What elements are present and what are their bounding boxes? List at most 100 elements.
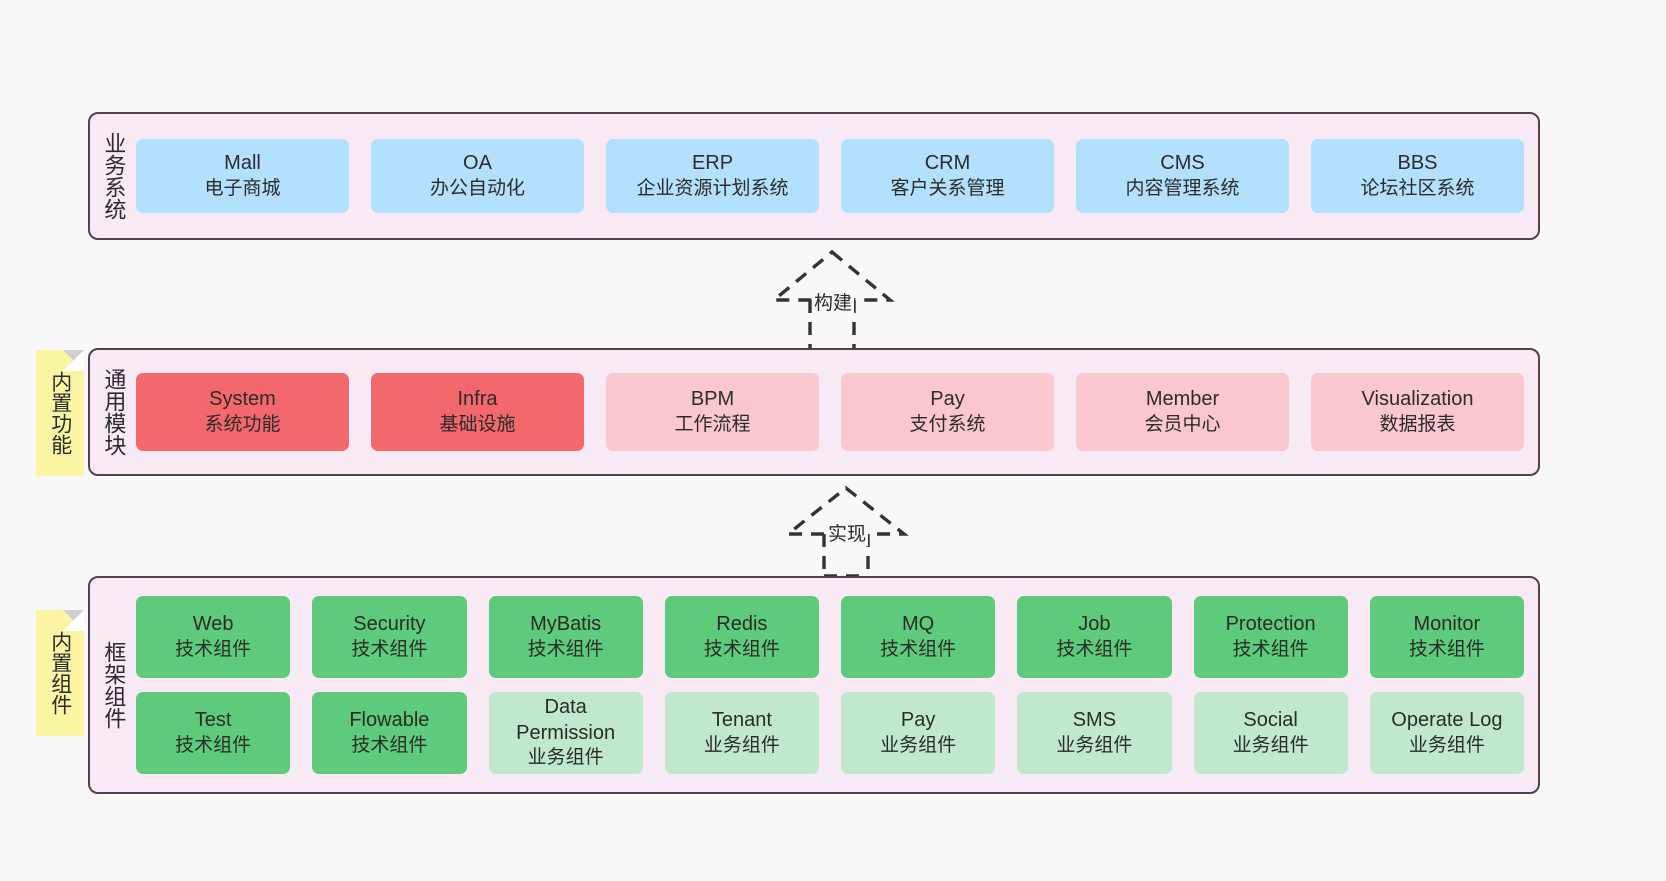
- card-subtitle: 技术组件: [351, 734, 428, 756]
- sticky-note-label: 内置组件: [48, 631, 72, 715]
- card-subtitle: 业务组件: [1408, 734, 1485, 756]
- card-job[interactable]: Job 技术组件: [1017, 596, 1172, 678]
- card-title: MyBatis: [530, 613, 602, 636]
- card-pay[interactable]: Pay 支付系统: [841, 373, 1054, 451]
- card-title: ERP: [691, 152, 734, 175]
- card-title: Web: [192, 613, 234, 636]
- card-redis[interactable]: Redis 技术组件: [664, 596, 819, 678]
- card-title: Data Permission: [516, 696, 616, 744]
- card-subtitle: 支付系统: [909, 413, 986, 435]
- card-row: Mall 电子商城 OA 办公自动化 ERP 企业资源计划系统 CRM 客户关系…: [136, 139, 1524, 213]
- card-title: MQ: [902, 613, 935, 636]
- card-title: Test: [194, 709, 232, 732]
- card-visualization[interactable]: Visualization 数据报表: [1311, 373, 1524, 451]
- card-subtitle: 企业资源计划系统: [636, 177, 789, 199]
- card-subtitle: 技术组件: [1056, 638, 1133, 660]
- card-title: Protection: [1225, 613, 1316, 636]
- sticky-note-builtin-components: 内置组件: [36, 610, 84, 736]
- card-subtitle: 办公自动化: [429, 177, 525, 199]
- card-row: Test 技术组件 Flowable 技术组件 Data Permission …: [136, 692, 1524, 774]
- card-data-permission[interactable]: Data Permission 业务组件: [488, 692, 643, 774]
- card-security[interactable]: Security 技术组件: [312, 596, 467, 678]
- card-subtitle: 数据报表: [1379, 413, 1456, 435]
- card-title: CMS: [1160, 152, 1205, 175]
- arrow-build: 构建: [752, 248, 912, 352]
- card-pay-business[interactable]: Pay 业务组件: [841, 692, 996, 774]
- card-subtitle: 技术组件: [1408, 638, 1485, 660]
- card-sms[interactable]: SMS 业务组件: [1017, 692, 1172, 774]
- card-oa[interactable]: OA 办公自动化: [371, 139, 584, 213]
- card-mall[interactable]: Mall 电子商城: [136, 139, 349, 213]
- card-subtitle: 技术组件: [880, 638, 957, 660]
- card-title: BBS: [1397, 152, 1438, 175]
- card-subtitle: 业务组件: [1232, 734, 1309, 756]
- card-subtitle: 技术组件: [527, 638, 604, 660]
- card-test[interactable]: Test 技术组件: [136, 692, 291, 774]
- card-subtitle: 系统功能: [204, 413, 281, 435]
- card-bbs[interactable]: BBS 论坛社区系统: [1311, 139, 1524, 213]
- card-web[interactable]: Web 技术组件: [136, 596, 291, 678]
- card-title: Pay: [900, 709, 936, 732]
- card-title: Pay: [930, 388, 965, 411]
- card-subtitle: 技术组件: [175, 734, 252, 756]
- card-subtitle: 技术组件: [351, 638, 428, 660]
- card-bpm[interactable]: BPM 工作流程: [606, 373, 819, 451]
- sticky-note-builtin-features: 内置功能: [36, 350, 84, 476]
- card-title: CRM: [924, 152, 971, 175]
- card-crm[interactable]: CRM 客户关系管理: [841, 139, 1054, 213]
- card-mq[interactable]: MQ 技术组件: [841, 596, 996, 678]
- card-title: Monitor: [1413, 613, 1481, 636]
- layer-body-framework: Web 技术组件 Security 技术组件 MyBatis 技术组件 Redi…: [136, 578, 1538, 792]
- layer-title-modules: 通用模块: [101, 368, 127, 456]
- layer-title-business: 业务系统: [101, 132, 127, 220]
- card-title: Tenant: [711, 709, 772, 732]
- card-mybatis[interactable]: MyBatis 技术组件: [488, 596, 643, 678]
- card-title: OA: [463, 152, 492, 175]
- card-subtitle: 工作流程: [674, 413, 751, 435]
- card-subtitle: 电子商城: [204, 177, 281, 199]
- card-subtitle: 业务组件: [1056, 734, 1133, 756]
- layer-common-modules: 通用模块 System 系统功能 Infra 基础设施 BPM 工作流程 Pay…: [88, 348, 1540, 476]
- card-tenant[interactable]: Tenant 业务组件: [664, 692, 819, 774]
- arrow-build-label: 构建: [812, 288, 855, 315]
- card-title: BPM: [690, 388, 735, 411]
- card-subtitle: 技术组件: [175, 638, 252, 660]
- layer-framework-components: 框架组件 Web 技术组件 Security 技术组件 MyBatis 技术组件…: [88, 576, 1540, 794]
- card-subtitle: 会员中心: [1144, 413, 1221, 435]
- card-subtitle: 技术组件: [1232, 638, 1309, 660]
- layer-business-systems: 业务系统 Mall 电子商城 OA 办公自动化 ERP 企业资源计划系统 CRM…: [88, 112, 1540, 240]
- card-row: System 系统功能 Infra 基础设施 BPM 工作流程 Pay 支付系统…: [136, 373, 1524, 451]
- card-row: Web 技术组件 Security 技术组件 MyBatis 技术组件 Redi…: [136, 596, 1524, 678]
- card-subtitle: 业务组件: [880, 734, 957, 756]
- card-title: Visualization: [1361, 388, 1474, 411]
- card-title: Security: [353, 613, 426, 636]
- sticky-note-label: 内置功能: [48, 371, 72, 455]
- arrow-implement: 实现: [766, 484, 926, 578]
- card-erp[interactable]: ERP 企业资源计划系统: [606, 139, 819, 213]
- card-subtitle: 基础设施: [439, 413, 516, 435]
- card-member[interactable]: Member 会员中心: [1076, 373, 1289, 451]
- card-title: Operate Log: [1391, 709, 1503, 732]
- card-title: Flowable: [349, 709, 430, 732]
- card-title: System: [209, 388, 276, 411]
- card-social[interactable]: Social 业务组件: [1193, 692, 1348, 774]
- card-system[interactable]: System 系统功能: [136, 373, 349, 451]
- card-subtitle: 业务组件: [527, 747, 604, 769]
- card-title: Social: [1243, 709, 1298, 732]
- arrow-implement-label: 实现: [826, 519, 869, 546]
- card-subtitle: 技术组件: [703, 638, 780, 660]
- card-protection[interactable]: Protection 技术组件: [1193, 596, 1348, 678]
- layer-body-business: Mall 电子商城 OA 办公自动化 ERP 企业资源计划系统 CRM 客户关系…: [136, 114, 1538, 238]
- card-infra[interactable]: Infra 基础设施: [371, 373, 584, 451]
- card-cms[interactable]: CMS 内容管理系统: [1076, 139, 1289, 213]
- card-flowable[interactable]: Flowable 技术组件: [312, 692, 467, 774]
- card-title: Mall: [224, 152, 261, 175]
- card-title: SMS: [1072, 709, 1117, 732]
- card-subtitle: 内容管理系统: [1125, 177, 1240, 199]
- card-subtitle: 客户关系管理: [890, 177, 1005, 199]
- card-monitor[interactable]: Monitor 技术组件: [1369, 596, 1524, 678]
- card-title: Redis: [716, 613, 768, 636]
- card-operate-log[interactable]: Operate Log 业务组件: [1369, 692, 1524, 774]
- layer-title-framework: 框架组件: [101, 641, 127, 729]
